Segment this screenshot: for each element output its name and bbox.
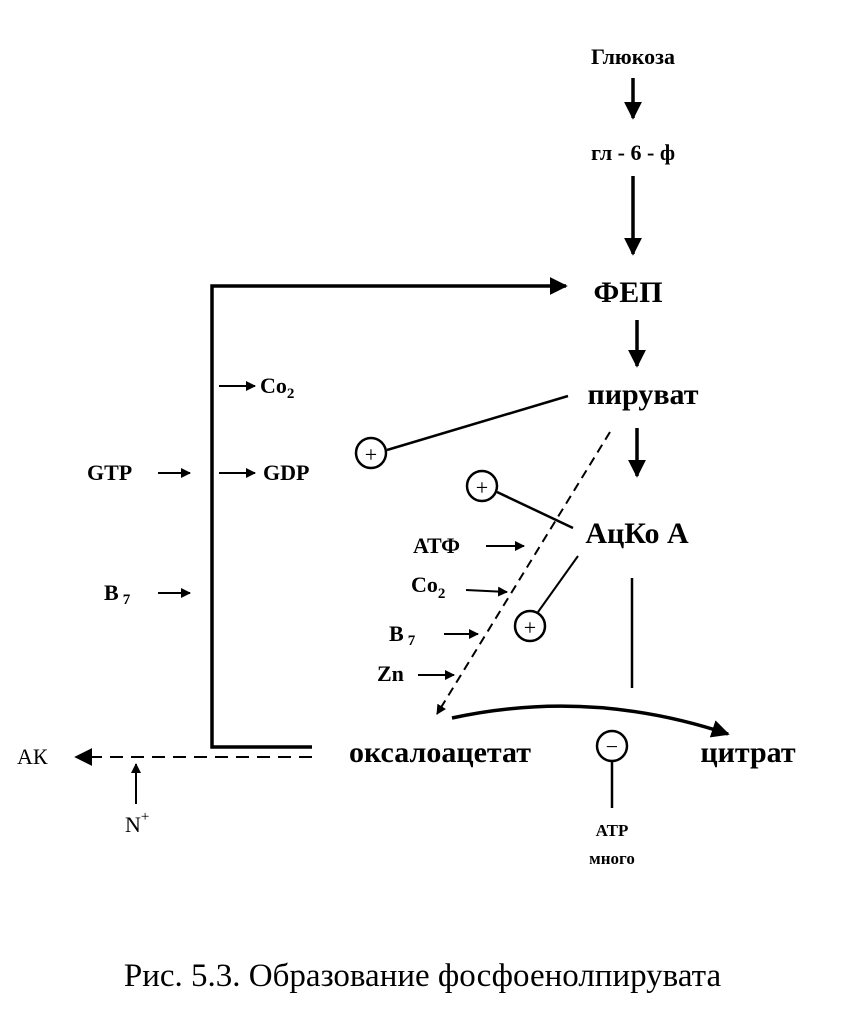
node-fep: ФЕП: [593, 276, 662, 309]
node-acetyl-coa: АцКо А: [585, 517, 689, 550]
loop-oxaloacetate-to-fep: [210, 277, 568, 749]
curved-arrow-to-citrate: [451, 704, 730, 738]
line-pyruvate-activation: [386, 394, 569, 452]
label-mnogo: много: [589, 849, 635, 868]
line-acetyl-coa-activation: [496, 490, 574, 530]
plus-sign-1-text: +: [365, 442, 377, 467]
node-g6p: гл - 6 - ф: [591, 140, 675, 165]
figure-caption: Рис. 5.3. Образование фосфоенолпирувата: [123, 958, 722, 994]
node-glucose: Глюкоза: [591, 44, 675, 69]
plus-sign-1: [354, 436, 388, 470]
plus-sign-2: [465, 469, 499, 503]
cofactor-zn: Zn: [377, 661, 404, 686]
b7-mid-subscript: 7: [408, 633, 416, 649]
node-ak: АК: [17, 744, 48, 769]
node-oxaloacetate: оксалоацетат: [349, 736, 531, 769]
cofactor-co2-mid: Co2: [411, 572, 445, 602]
node-citrate: цитрат: [700, 736, 796, 769]
minus-sign-text: −: [606, 734, 618, 759]
plus-sign-2-text: +: [476, 475, 488, 500]
cofactor-atf: АТФ: [413, 533, 460, 558]
cofactor-co2-left: Co2: [260, 373, 294, 402]
plus-sign-3-text: +: [524, 615, 536, 640]
line-activation-to-dashed-path: [537, 555, 579, 613]
dashed-arrow-pyruvate-to-oxaloacetate: [436, 431, 611, 715]
cofactor-gdp: GDP: [263, 460, 309, 485]
label-atp: ATP: [596, 821, 629, 840]
n-superscript: +: [141, 809, 149, 825]
node-pyruvate: пируват: [587, 378, 698, 411]
b7-left-subscript: 7: [123, 592, 131, 608]
plus-sign-3: [513, 609, 547, 643]
cofactor-gtp: GTP: [87, 460, 132, 485]
arrow-co2-mid: [465, 586, 508, 597]
co2-mid-subscript: 2: [438, 586, 446, 602]
co2-left-subscript: 2: [287, 386, 295, 402]
label-n-plus: N+: [125, 809, 149, 837]
